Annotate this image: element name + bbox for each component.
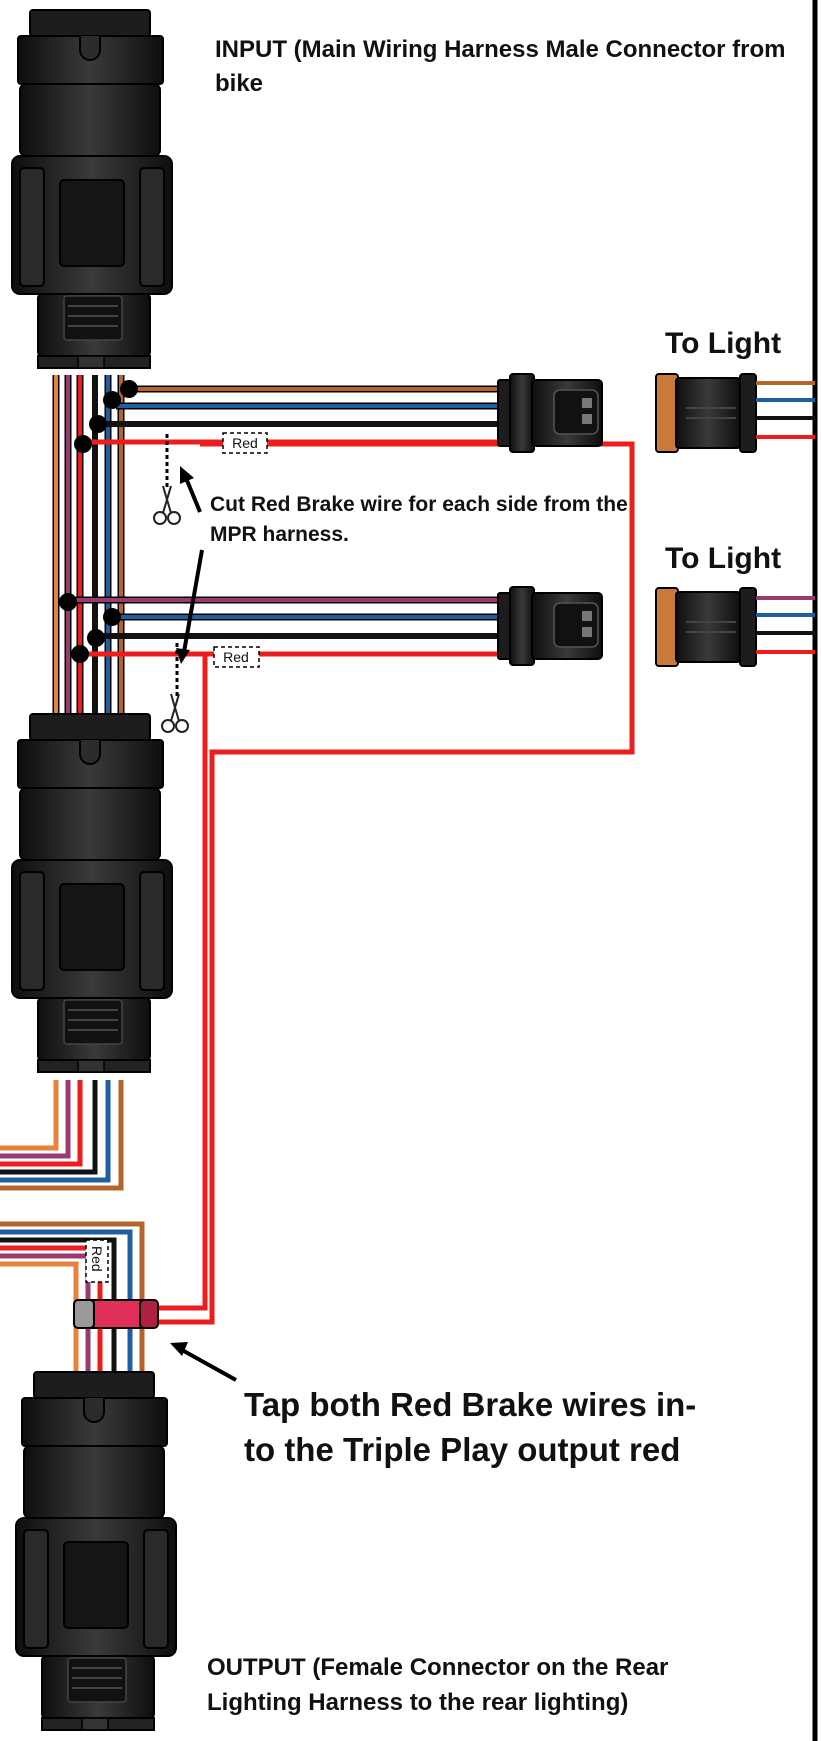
svg-text:Red: Red [89, 1246, 105, 1272]
middle-harness-wires [0, 1080, 124, 1191]
tap-note: Tap both Red Brake wires in-to the Tripl… [244, 1386, 697, 1468]
top-light-connector [655, 373, 815, 453]
bottom-branch-wires [59, 593, 500, 663]
top-branch-connector [497, 373, 603, 453]
bottom-branch-connector [497, 586, 603, 666]
input-label: INPUT (Main Wiring Harness Male Connecto… [215, 36, 786, 97]
output-connector [15, 1371, 177, 1731]
red-brake-return-wire [150, 441, 635, 1325]
arrow-icon [170, 1342, 237, 1382]
to-light-label-bottom: To Light [665, 542, 782, 575]
middle-connector [11, 713, 173, 1073]
arrow-icon [176, 466, 204, 664]
main-harness-vertical-wires [52, 375, 125, 720]
wire-tag-bottom: Red [85, 1239, 109, 1283]
svg-text:Red: Red [223, 649, 249, 665]
wire-tag-middle: Red [213, 646, 260, 668]
bottom-light-connector [655, 587, 815, 667]
svg-text:Red: Red [232, 435, 258, 451]
input-connector [11, 9, 173, 369]
scissors-icon [161, 693, 189, 733]
to-light-label-top: To Light [665, 327, 782, 360]
tap-splice [73, 1299, 159, 1329]
wire-tag-top: Red [222, 432, 268, 454]
cut-note: Cut Red Brake wire for each side from th… [210, 493, 628, 546]
scissors-icon [153, 485, 181, 525]
output-label: OUTPUT (Female Connector on the Rear Lig… [207, 1654, 669, 1716]
